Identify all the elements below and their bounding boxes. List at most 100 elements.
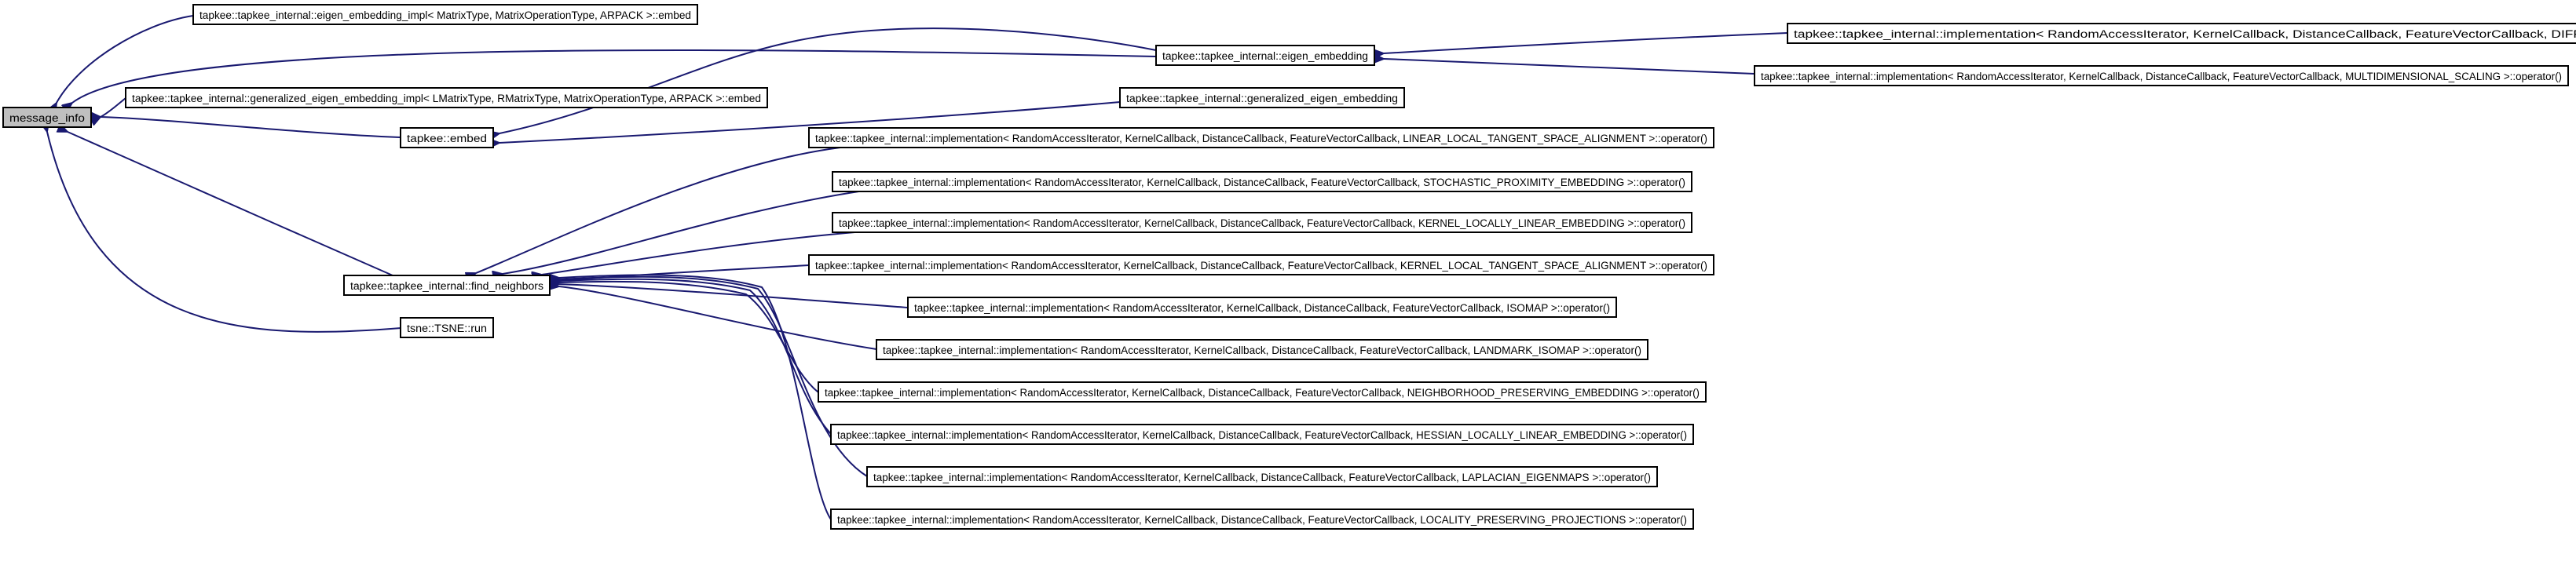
edge-eigen-embedding-to-message-info [72, 49, 1157, 103]
node-box [1787, 23, 2576, 44]
edge-impl-diffusion-to-eigen-embedding [1384, 32, 1788, 53]
node-label: tapkee::embed [407, 133, 487, 144]
node-label: message_info [9, 112, 85, 124]
node-box [192, 4, 698, 25]
node-impl-isomap[interactable]: tapkee::tapkee_internal::implementation<… [907, 297, 1617, 318]
edge-line [101, 117, 401, 138]
edge-line [559, 277, 868, 477]
edge-embed-to-message-info [101, 117, 401, 138]
edge-impl-klle-to-find-neighbors [542, 231, 865, 275]
node-box [876, 339, 1648, 360]
edge-line [559, 282, 819, 393]
edge-impl-lisomap-to-find-neighbors [559, 286, 877, 350]
edge-impl-isomap-to-find-neighbors [558, 284, 909, 308]
edge-impl-mds-to-eigen-embedding [1384, 59, 1755, 75]
edge-impl-le-to-find-neighbors [559, 277, 868, 477]
edge-line [1384, 59, 1755, 75]
node-impl-hlle[interactable]: tapkee::tapkee_internal::implementation<… [830, 424, 1694, 445]
node-label: tapkee::tapkee_internal::eigen_embedding… [199, 9, 691, 21]
edge-line [559, 286, 877, 350]
edge-impl-npe-to-find-neighbors [559, 282, 819, 393]
node-label: tapkee::tapkee_internal::implementation<… [873, 472, 1651, 483]
node-box [400, 317, 494, 338]
node-box [2, 107, 92, 128]
node-box [830, 508, 1694, 530]
node-embed[interactable]: tapkee::embed [400, 127, 494, 148]
node-message-info[interactable]: message_info [2, 107, 92, 128]
edge-eigen-impl-to-message-info [57, 15, 194, 103]
node-label: tapkee::tapkee_internal::implementation<… [883, 344, 1641, 356]
node-box [830, 424, 1694, 445]
edge-line [542, 231, 865, 275]
nodes-layer: message_info tapkee::tapkee_internal::eig… [2, 4, 2576, 530]
node-box [818, 381, 1707, 403]
edge-impl-ltsa-to-find-neighbors [476, 147, 841, 273]
edge-line [558, 284, 909, 308]
edge-impl-lpp-to-find-neighbors [559, 275, 832, 520]
node-eigen-impl[interactable]: tapkee::tapkee_internal::eigen_embedding… [192, 4, 698, 25]
edge-line [476, 147, 841, 273]
node-tsne-run[interactable]: tsne::TSNE::run [400, 317, 494, 338]
node-box [1119, 87, 1405, 108]
edge-impl-hlle-to-find-neighbors [559, 279, 832, 435]
node-box [866, 466, 1658, 487]
node-label: tapkee::tapkee_internal::implementation<… [839, 177, 1685, 188]
node-gen-eigen-impl[interactable]: tapkee::tapkee_internal::generalized_eig… [125, 87, 768, 108]
node-box [808, 127, 1714, 148]
edge-line [72, 49, 1157, 103]
node-label: tapkee::tapkee_internal::generalized_eig… [132, 93, 761, 104]
edge-line [47, 132, 401, 333]
node-gen-eigen-embedding[interactable]: tapkee::tapkee_internal::generalized_eig… [1119, 87, 1405, 108]
node-box [125, 87, 768, 108]
edge-eigen-embedding-to-embed [499, 27, 1157, 133]
node-impl-lpp[interactable]: tapkee::tapkee_internal::implementation<… [830, 508, 1694, 530]
node-label: tapkee::tapkee_internal::eigen_embedding [1162, 50, 1368, 62]
node-label: tapkee::tapkee_internal::implementation<… [815, 260, 1707, 272]
edge-line [57, 15, 194, 103]
node-impl-spe[interactable]: tapkee::tapkee_internal::implementation<… [832, 171, 1692, 192]
node-find-neighbors[interactable]: tapkee::tapkee_internal::find_neighbors [343, 275, 551, 296]
node-box [1155, 45, 1375, 66]
edge-line [559, 279, 832, 435]
edge-line [1384, 32, 1788, 53]
node-box [832, 171, 1692, 192]
node-box [832, 212, 1692, 233]
edge-line [559, 275, 832, 520]
node-label: tapkee::tapkee_internal::generalized_eig… [1126, 93, 1398, 104]
node-eigen-embedding[interactable]: tapkee::tapkee_internal::eigen_embedding [1155, 45, 1375, 66]
edge-impl-spe-to-find-neighbors [503, 190, 865, 274]
node-impl-klle[interactable]: tapkee::tapkee_internal::implementation<… [832, 212, 1692, 233]
node-box [907, 297, 1617, 318]
node-impl-le[interactable]: tapkee::tapkee_internal::implementation<… [866, 466, 1658, 487]
node-box [400, 127, 494, 148]
edge-find-neighbors-to-message-info [68, 132, 393, 276]
edge-tsne-run-to-message-info [47, 132, 401, 333]
node-label: tapkee::tapkee_internal::implementation<… [837, 514, 1687, 526]
node-impl-kltsa[interactable]: tapkee::tapkee_internal::implementation<… [808, 254, 1714, 275]
edge-line [101, 97, 126, 117]
edge-line [503, 190, 865, 274]
edge-line [499, 101, 1121, 143]
node-label: tapkee::tapkee_internal::implementation<… [825, 387, 1700, 399]
node-label: tapkee::tapkee_internal::implementation<… [1794, 28, 2576, 40]
node-label: tapkee::tapkee_internal::implementation<… [1761, 71, 2562, 82]
node-impl-mds[interactable]: tapkee::tapkee_internal::implementation<… [1754, 65, 2569, 86]
node-box [343, 275, 551, 296]
node-label: tapkee::tapkee_internal::find_neighbors [350, 280, 543, 292]
edge-gen-eigen-embedding-to-embed [499, 101, 1121, 143]
node-impl-lisomap[interactable]: tapkee::tapkee_internal::implementation<… [876, 339, 1648, 360]
edges-layer [47, 15, 1788, 520]
node-impl-ltsa[interactable]: tapkee::tapkee_internal::implementation<… [808, 127, 1714, 148]
node-label: tapkee::tapkee_internal::implementation<… [815, 133, 1707, 144]
node-impl-npe[interactable]: tapkee::tapkee_internal::implementation<… [818, 381, 1707, 403]
edge-line [68, 132, 393, 276]
node-impl-diffusion[interactable]: tapkee::tapkee_internal::implementation<… [1787, 23, 2576, 44]
node-box [808, 254, 1714, 275]
node-label: tsne::TSNE::run [407, 323, 487, 334]
edge-line [499, 27, 1157, 133]
node-label: tapkee::tapkee_internal::implementation<… [914, 302, 1610, 314]
node-label: tapkee::tapkee_internal::implementation<… [837, 429, 1687, 441]
edge-gen-eigen-impl-to-message-info [101, 97, 126, 117]
node-box [1754, 65, 2569, 86]
